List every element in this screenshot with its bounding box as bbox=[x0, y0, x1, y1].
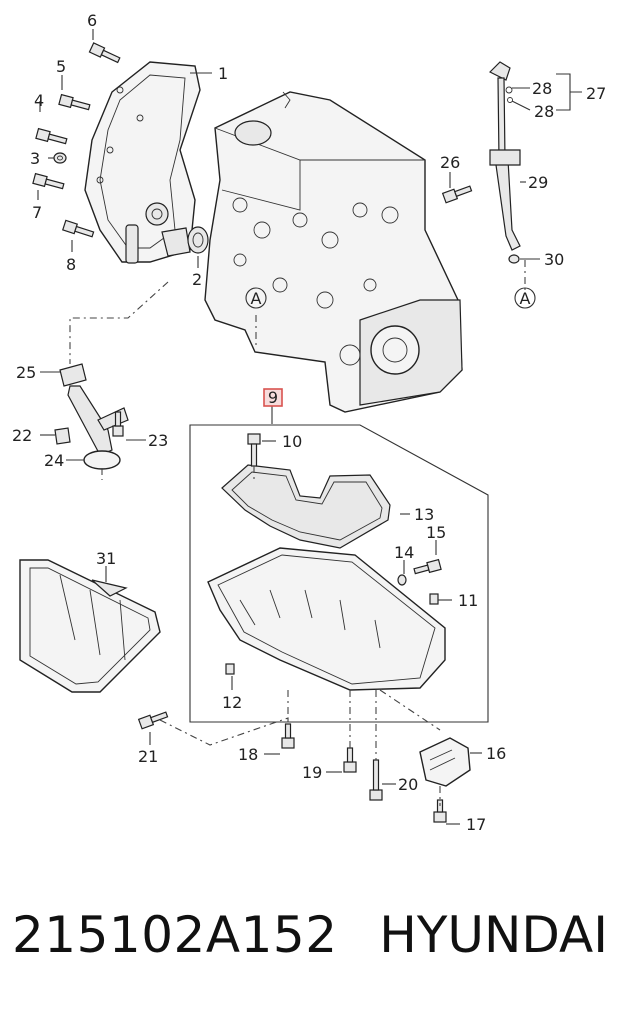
footer: 215102A152 HYUNDAI bbox=[0, 900, 622, 980]
leader-lines bbox=[37, 29, 582, 825]
callout-19: 19 bbox=[302, 763, 322, 782]
callout-8: 8 bbox=[66, 255, 76, 274]
callout-5: 5 bbox=[56, 57, 66, 76]
reference-mark-label: A bbox=[520, 289, 531, 308]
callout-13: 13 bbox=[414, 505, 434, 524]
callout-17: 17 bbox=[466, 815, 486, 834]
callout-14: 14 bbox=[394, 543, 414, 562]
callout-18: 18 bbox=[238, 745, 258, 764]
lower-block-view bbox=[19, 559, 161, 693]
dipstick-assembly bbox=[441, 61, 521, 264]
callout-labels: 1 2 3 4 5 6 7 8 9 10 11 12 13 14 15 16 1… bbox=[12, 11, 606, 834]
oil-pan bbox=[207, 547, 446, 691]
timing-cover-bolts bbox=[32, 42, 121, 238]
callout-1: 1 bbox=[218, 64, 228, 83]
callout-10: 10 bbox=[282, 432, 302, 451]
reference-mark-a-block: A bbox=[245, 287, 267, 309]
callout-12: 12 bbox=[222, 693, 242, 712]
callout-7: 7 bbox=[32, 203, 42, 222]
callout-22: 22 bbox=[12, 426, 32, 445]
reference-mark-label: A bbox=[251, 289, 262, 308]
oil-seal bbox=[187, 226, 209, 254]
callout-6: 6 bbox=[87, 11, 97, 30]
callout-21: 21 bbox=[138, 747, 158, 766]
oil-pan-assembly-box bbox=[189, 424, 489, 723]
callout-29: 29 bbox=[528, 173, 548, 192]
assembly-dash-lines bbox=[69, 260, 526, 806]
callout-23: 23 bbox=[148, 431, 168, 450]
exploded-parts-diagram: A A 1 2 3 4 5 6 7 8 9 10 11 12 13 14 15 … bbox=[12, 11, 606, 834]
callout-28-upper: 28 bbox=[532, 79, 552, 98]
brand-name: HYUNDAI bbox=[379, 906, 608, 964]
callout-26: 26 bbox=[440, 153, 460, 172]
callout-25: 25 bbox=[16, 363, 36, 382]
callout-27: 27 bbox=[586, 84, 606, 103]
callout-20: 20 bbox=[398, 775, 418, 794]
callout-9: 9 bbox=[268, 388, 278, 407]
engine-block bbox=[204, 91, 463, 413]
callout-28-lower: 28 bbox=[534, 102, 554, 121]
part-number: 215102A152 bbox=[12, 906, 338, 964]
callout-24: 24 bbox=[44, 451, 64, 470]
oil-pan-gasket bbox=[221, 464, 391, 549]
timing-cover bbox=[84, 61, 201, 264]
oil-pan-bracket bbox=[419, 737, 471, 787]
callout-9-highlight: 9 bbox=[263, 388, 283, 407]
callout-4: 4 bbox=[34, 91, 44, 110]
oil-strainer bbox=[54, 363, 129, 470]
callout-16: 16 bbox=[486, 744, 506, 763]
callout-2: 2 bbox=[192, 270, 202, 289]
callout-3: 3 bbox=[30, 149, 40, 168]
callout-31: 31 bbox=[96, 549, 116, 568]
callout-15: 15 bbox=[426, 523, 446, 542]
callout-11: 11 bbox=[458, 591, 478, 610]
oil-pan-bolts bbox=[247, 433, 442, 575]
reference-mark-a-dipstick: A bbox=[514, 287, 536, 309]
lower-bolts bbox=[137, 711, 447, 823]
callout-30: 30 bbox=[544, 250, 564, 269]
